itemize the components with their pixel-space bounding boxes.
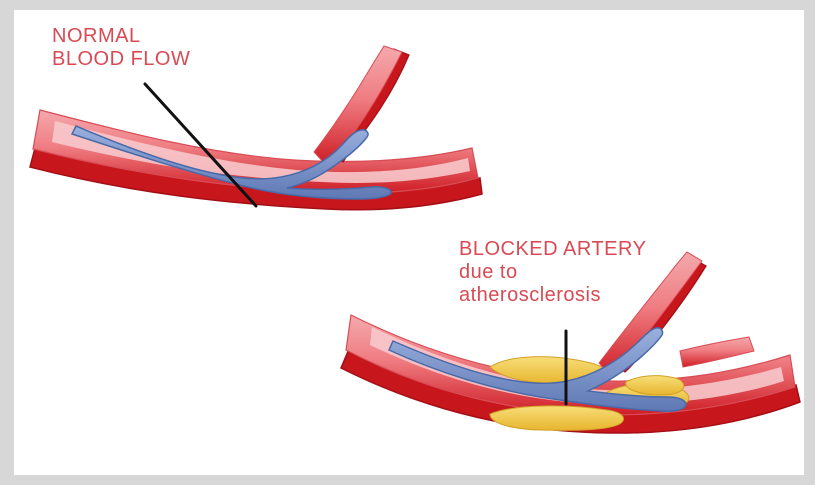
blocked-artery-label: BLOCKED ARTERY due to atherosclerosis [459, 238, 646, 307]
normal-flow-label: NORMAL BLOOD FLOW [52, 25, 190, 71]
plaque-bottom [490, 406, 623, 430]
blocked-artery-label-line-1: BLOCKED ARTERY [459, 238, 646, 261]
normal-flow-label-line-1: NORMAL [52, 25, 190, 48]
blocked-artery-extra-branch [680, 337, 754, 367]
blocked-artery-label-line-3: atherosclerosis [459, 284, 646, 307]
normal-flow-label-line-2: BLOOD FLOW [52, 48, 190, 71]
blocked-artery-label-line-2: due to [459, 261, 646, 284]
